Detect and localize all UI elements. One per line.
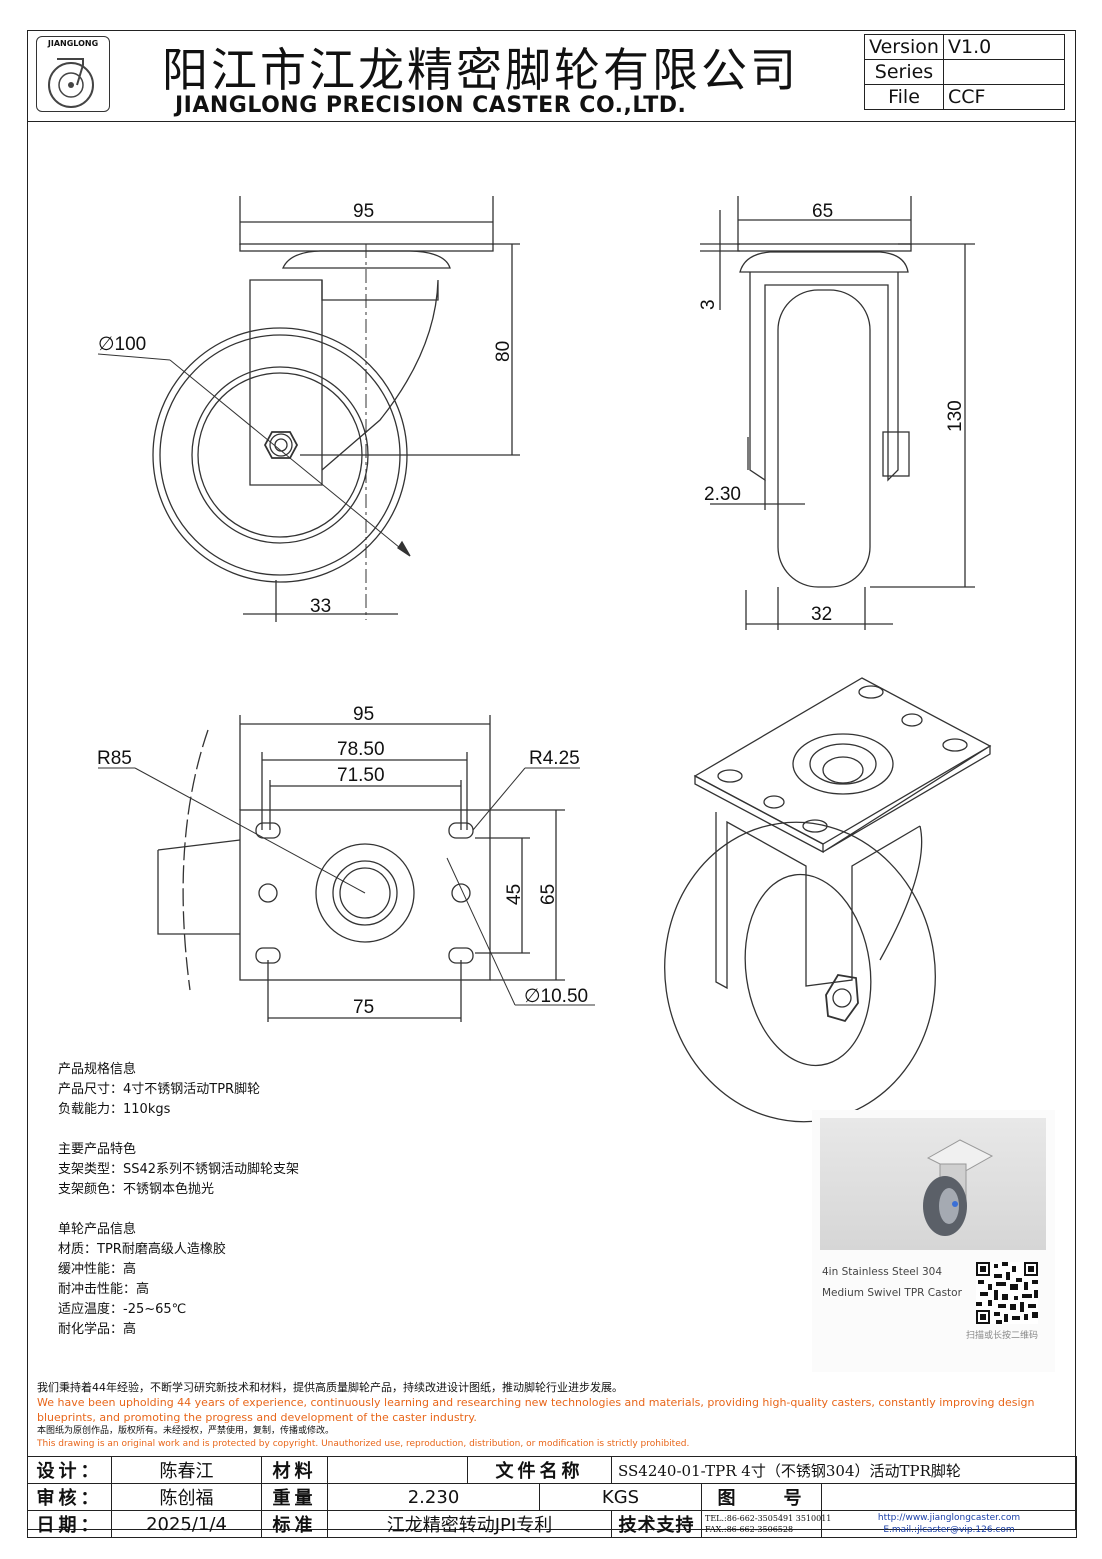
- copyright-en: This drawing is an original work and is …: [37, 1439, 690, 1449]
- spec-material: 材质：TPR耐磨高级人造橡胶: [58, 1242, 226, 1257]
- support-label: 技术支持: [611, 1510, 702, 1538]
- reviewer: 陈创福: [111, 1483, 262, 1511]
- front-view: [97, 196, 520, 622]
- copyright-cn: 本图纸为原创作品，版权所有。未经授权，严禁使用，复制，传播或修改。: [37, 1426, 335, 1436]
- dim-r85: R85: [97, 748, 132, 769]
- dim-height-130: 130: [945, 400, 966, 432]
- product-specifications: 产品规格信息 产品尺寸：4寸不锈钢活动TPR脚轮 负载能力：110kgs 主要产…: [58, 1060, 299, 1340]
- dim-hole-span-71: 71.50: [337, 765, 385, 786]
- spec-cushion: 缓冲性能：高: [58, 1262, 137, 1277]
- review-label: 审核：: [27, 1483, 112, 1511]
- dim-gap-230: 2.30: [704, 484, 741, 505]
- product-photo: [820, 1118, 1046, 1250]
- technical-drawing: 95 ∅100 80 33 65 3 130 2.30 32: [97, 196, 992, 1123]
- company-name-cn: 阳江市江龙精密脚轮有限公司: [162, 43, 799, 97]
- dim-tread-32: 32: [811, 604, 832, 625]
- material-label: 材料: [261, 1456, 328, 1484]
- drawing-no-label: 图 号: [701, 1483, 822, 1511]
- file-value: CCF: [943, 84, 1065, 110]
- contact-phone: TEL.:86-662-3505491 3510011 FAX.:86-662-…: [701, 1510, 832, 1538]
- company-name-en: JIANGLONG PRECISION CASTER CO.,LTD.: [175, 93, 687, 118]
- date-value: 2025/1/4: [111, 1510, 262, 1538]
- dim-45: 45: [504, 884, 525, 905]
- caster-logo-icon: [48, 58, 94, 108]
- spec-temperature: 适应温度：-25~65℃: [58, 1302, 187, 1317]
- notice-en: We have been upholding 44 years of exper…: [37, 1396, 1035, 1424]
- dim-front-width: 95: [353, 201, 374, 222]
- notice-cn: 我们秉持着44年经验，不断学习研究新技术和材料，提供高质量脚轮产品，持续改进设计…: [37, 1381, 623, 1394]
- weight-unit: KGS: [539, 1483, 702, 1511]
- spec-chemical: 耐化学品：高: [58, 1322, 137, 1337]
- dim-r425: R4.25: [529, 748, 580, 769]
- notice-block: 我们秉持着44年经验，不断学习研究新技术和材料，提供高质量脚轮产品，持续改进设计…: [37, 1380, 1077, 1451]
- spec-bracket-type: 支架类型：SS42系列不锈钢活动脚轮支架: [58, 1162, 300, 1177]
- tel: TEL.:86-662-3505491 3510011: [705, 1514, 832, 1523]
- material-value: [327, 1456, 468, 1484]
- dim-75: 75: [353, 997, 374, 1018]
- dim-hole-span-78: 78.50: [337, 739, 385, 760]
- version-table: Version V1.0 Series File CCF: [864, 34, 1065, 110]
- version-label: Version: [864, 34, 944, 60]
- spec-load: 负载能力：110kgs: [58, 1102, 171, 1117]
- series-label: Series: [864, 59, 944, 85]
- photo-caption: 4in Stainless Steel 304 Medium Swivel TP…: [822, 1266, 962, 1299]
- dim-offset-33: 33: [310, 596, 331, 617]
- spec-impact: 耐冲击性能：高: [58, 1282, 150, 1297]
- weight-value: 2.230: [327, 1483, 540, 1511]
- series-value: [943, 59, 1065, 85]
- company-logo: JIANGLONG: [36, 36, 110, 112]
- top-view: [98, 715, 595, 1022]
- standard-label: 标准: [261, 1510, 328, 1538]
- designer: 陈春江: [111, 1456, 262, 1484]
- spec-bracket-color: 支架颜色：不锈钢本色抛光: [58, 1182, 215, 1197]
- dim-plate-3: 3: [698, 299, 719, 310]
- filename-label: 文件名称: [467, 1456, 612, 1484]
- spec-heading-1: 产品规格信息: [58, 1062, 137, 1077]
- website-link[interactable]: http://www.jianglongcaster.com: [877, 1513, 1021, 1523]
- file-label: File: [864, 84, 944, 110]
- dim-top-width: 95: [353, 704, 374, 725]
- logo-text: JIANGLONG: [47, 39, 99, 48]
- caster-render-icon: [923, 1139, 994, 1236]
- drawing-no-value: [820, 1483, 1078, 1511]
- filename-value: SS4240-01-TPR 4寸（不锈钢304）活动TPR脚轮: [610, 1456, 1078, 1484]
- qr-caption: 扫描或长按二维码: [966, 1331, 1039, 1341]
- version-value: V1.0: [943, 34, 1065, 60]
- spec-heading-3: 单轮产品信息: [58, 1222, 137, 1237]
- dim-diameter: ∅100: [98, 334, 146, 355]
- spec-size: 产品尺寸：4寸不锈钢活动TPR脚轮: [58, 1082, 261, 1097]
- email-link[interactable]: E.mail.:jlcaster@vip.126.com: [883, 1525, 1015, 1535]
- spec-heading-2: 主要产品特色: [58, 1142, 137, 1157]
- title-block: 设计： 陈春江 材料 文件名称 SS4240-01-TPR 4寸（不锈钢304）…: [27, 1456, 1078, 1538]
- date-label: 日期：: [27, 1510, 112, 1538]
- dim-65: 65: [538, 884, 559, 905]
- dim-hole-diameter: ∅10.50: [524, 986, 588, 1007]
- dim-side-width: 65: [812, 201, 833, 222]
- design-label: 设计：: [27, 1456, 112, 1484]
- standard-value: 江龙精密转动JPI专利: [327, 1510, 612, 1538]
- side-view: [700, 196, 975, 630]
- weight-label: 重量: [261, 1483, 328, 1511]
- dim-height-80: 80: [493, 341, 514, 362]
- contact-web: http://www.jianglongcaster.com E.mail.:j…: [820, 1510, 1078, 1538]
- fax: FAX.:86-662-3506528: [705, 1525, 794, 1534]
- product-photo-card: 4in Stainless Steel 304 Medium Swivel TP…: [812, 1110, 1055, 1372]
- qr-code-icon[interactable]: [976, 1262, 1038, 1324]
- header-separator: [27, 121, 1076, 122]
